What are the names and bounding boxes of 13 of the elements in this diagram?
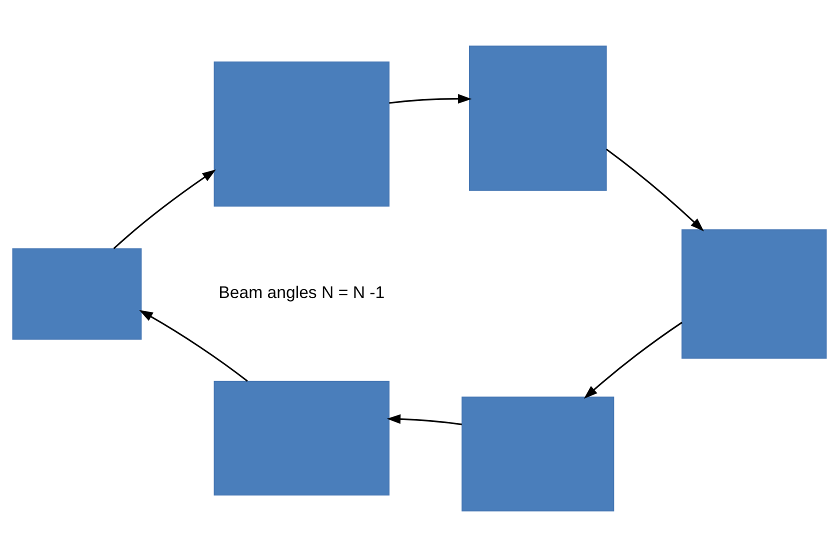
arrow xyxy=(606,148,704,232)
node-box xyxy=(214,61,390,207)
node-box xyxy=(682,229,827,359)
node-box xyxy=(462,396,614,512)
arrow xyxy=(386,414,462,426)
node-box xyxy=(12,248,142,340)
arrow xyxy=(389,94,472,104)
node-box xyxy=(468,46,607,191)
arrow xyxy=(584,322,682,399)
label: Beam angles N = N -1 xyxy=(218,283,385,302)
arrow xyxy=(113,170,216,250)
node-box xyxy=(214,380,390,496)
arrow xyxy=(139,310,248,382)
